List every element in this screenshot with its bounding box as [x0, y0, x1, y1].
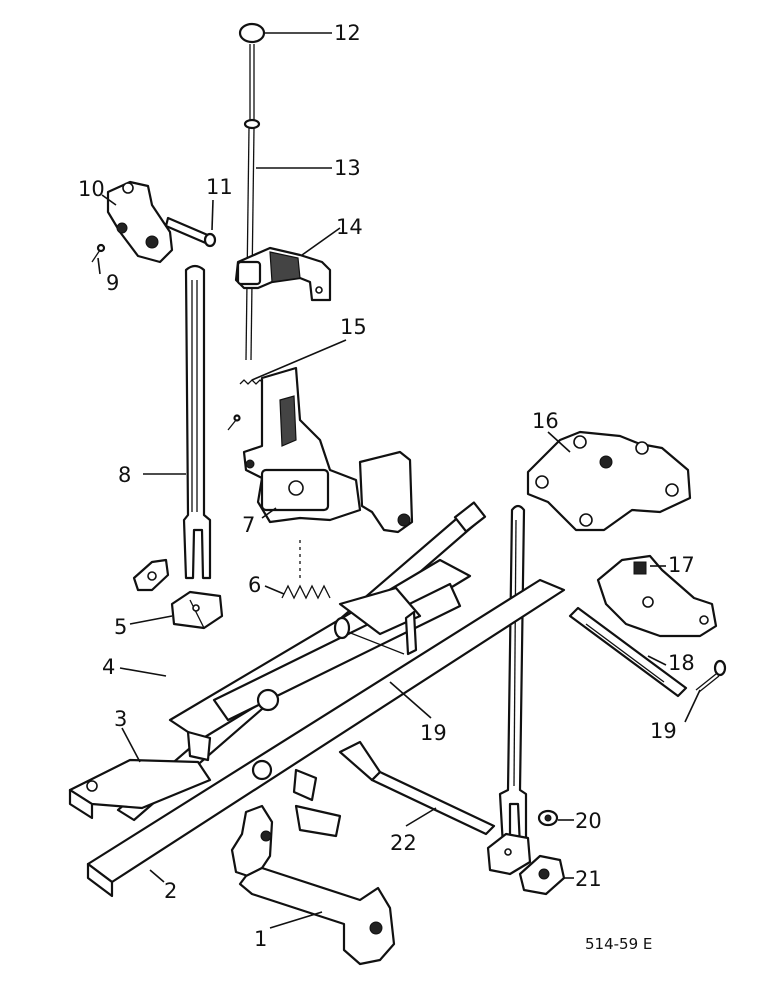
rod-block-right [486, 832, 532, 876]
main-frame [68, 501, 566, 898]
part-20-washer [537, 809, 559, 827]
part-5-block [170, 590, 224, 630]
figure-code: 514-59 E [585, 935, 652, 953]
callout-21: 21 [575, 867, 602, 891]
callout-2: 2 [164, 879, 177, 903]
part-10-plate [106, 180, 174, 264]
part-9-screw [91, 243, 106, 263]
part-19-pin-right [695, 659, 727, 693]
part-22-shaft [338, 740, 496, 836]
part-8-shift-rod [182, 264, 212, 580]
part-14-bracket [234, 246, 332, 302]
callout-5: 5 [114, 615, 127, 639]
callout-4: 4 [102, 655, 115, 679]
part-6-spring [281, 540, 331, 600]
part-11-pin [164, 216, 217, 248]
callout-15: 15 [340, 315, 367, 339]
part-15-spring [227, 379, 265, 431]
callout-6: 6 [248, 573, 261, 597]
callout-12: 12 [334, 21, 361, 45]
part-1-lever-bracket [230, 804, 396, 966]
callout-14: 14 [336, 215, 363, 239]
leader-lines [97, 32, 701, 929]
callout-16: 16 [532, 409, 559, 433]
part-7-gate-housing [242, 366, 414, 534]
callout-17: 17 [668, 553, 695, 577]
callout-3: 3 [114, 707, 127, 731]
callout-19-right: 19 [650, 719, 677, 743]
callout-10: 10 [78, 177, 105, 201]
fork-clip [132, 558, 170, 592]
callout-7: 7 [242, 513, 255, 537]
part-12-knob [238, 22, 266, 44]
callout-22: 22 [390, 831, 417, 855]
callout-1: 1 [254, 927, 267, 951]
callout-18: 18 [668, 651, 695, 675]
part-16-cover-plate [526, 430, 692, 532]
callout-20: 20 [575, 809, 602, 833]
shift-rod-right [498, 504, 528, 848]
callout-8: 8 [118, 463, 131, 487]
callout-labels: 12 13 14 11 10 9 15 8 7 6 5 4 3 19 16 17… [78, 21, 695, 953]
part-18-shaft [568, 606, 688, 698]
callout-11: 11 [206, 175, 233, 199]
callout-19-left: 19 [420, 721, 447, 745]
callout-9: 9 [106, 271, 119, 295]
part-17-plate [596, 554, 718, 638]
part-13-rod [243, 44, 261, 361]
callout-13: 13 [334, 156, 361, 180]
